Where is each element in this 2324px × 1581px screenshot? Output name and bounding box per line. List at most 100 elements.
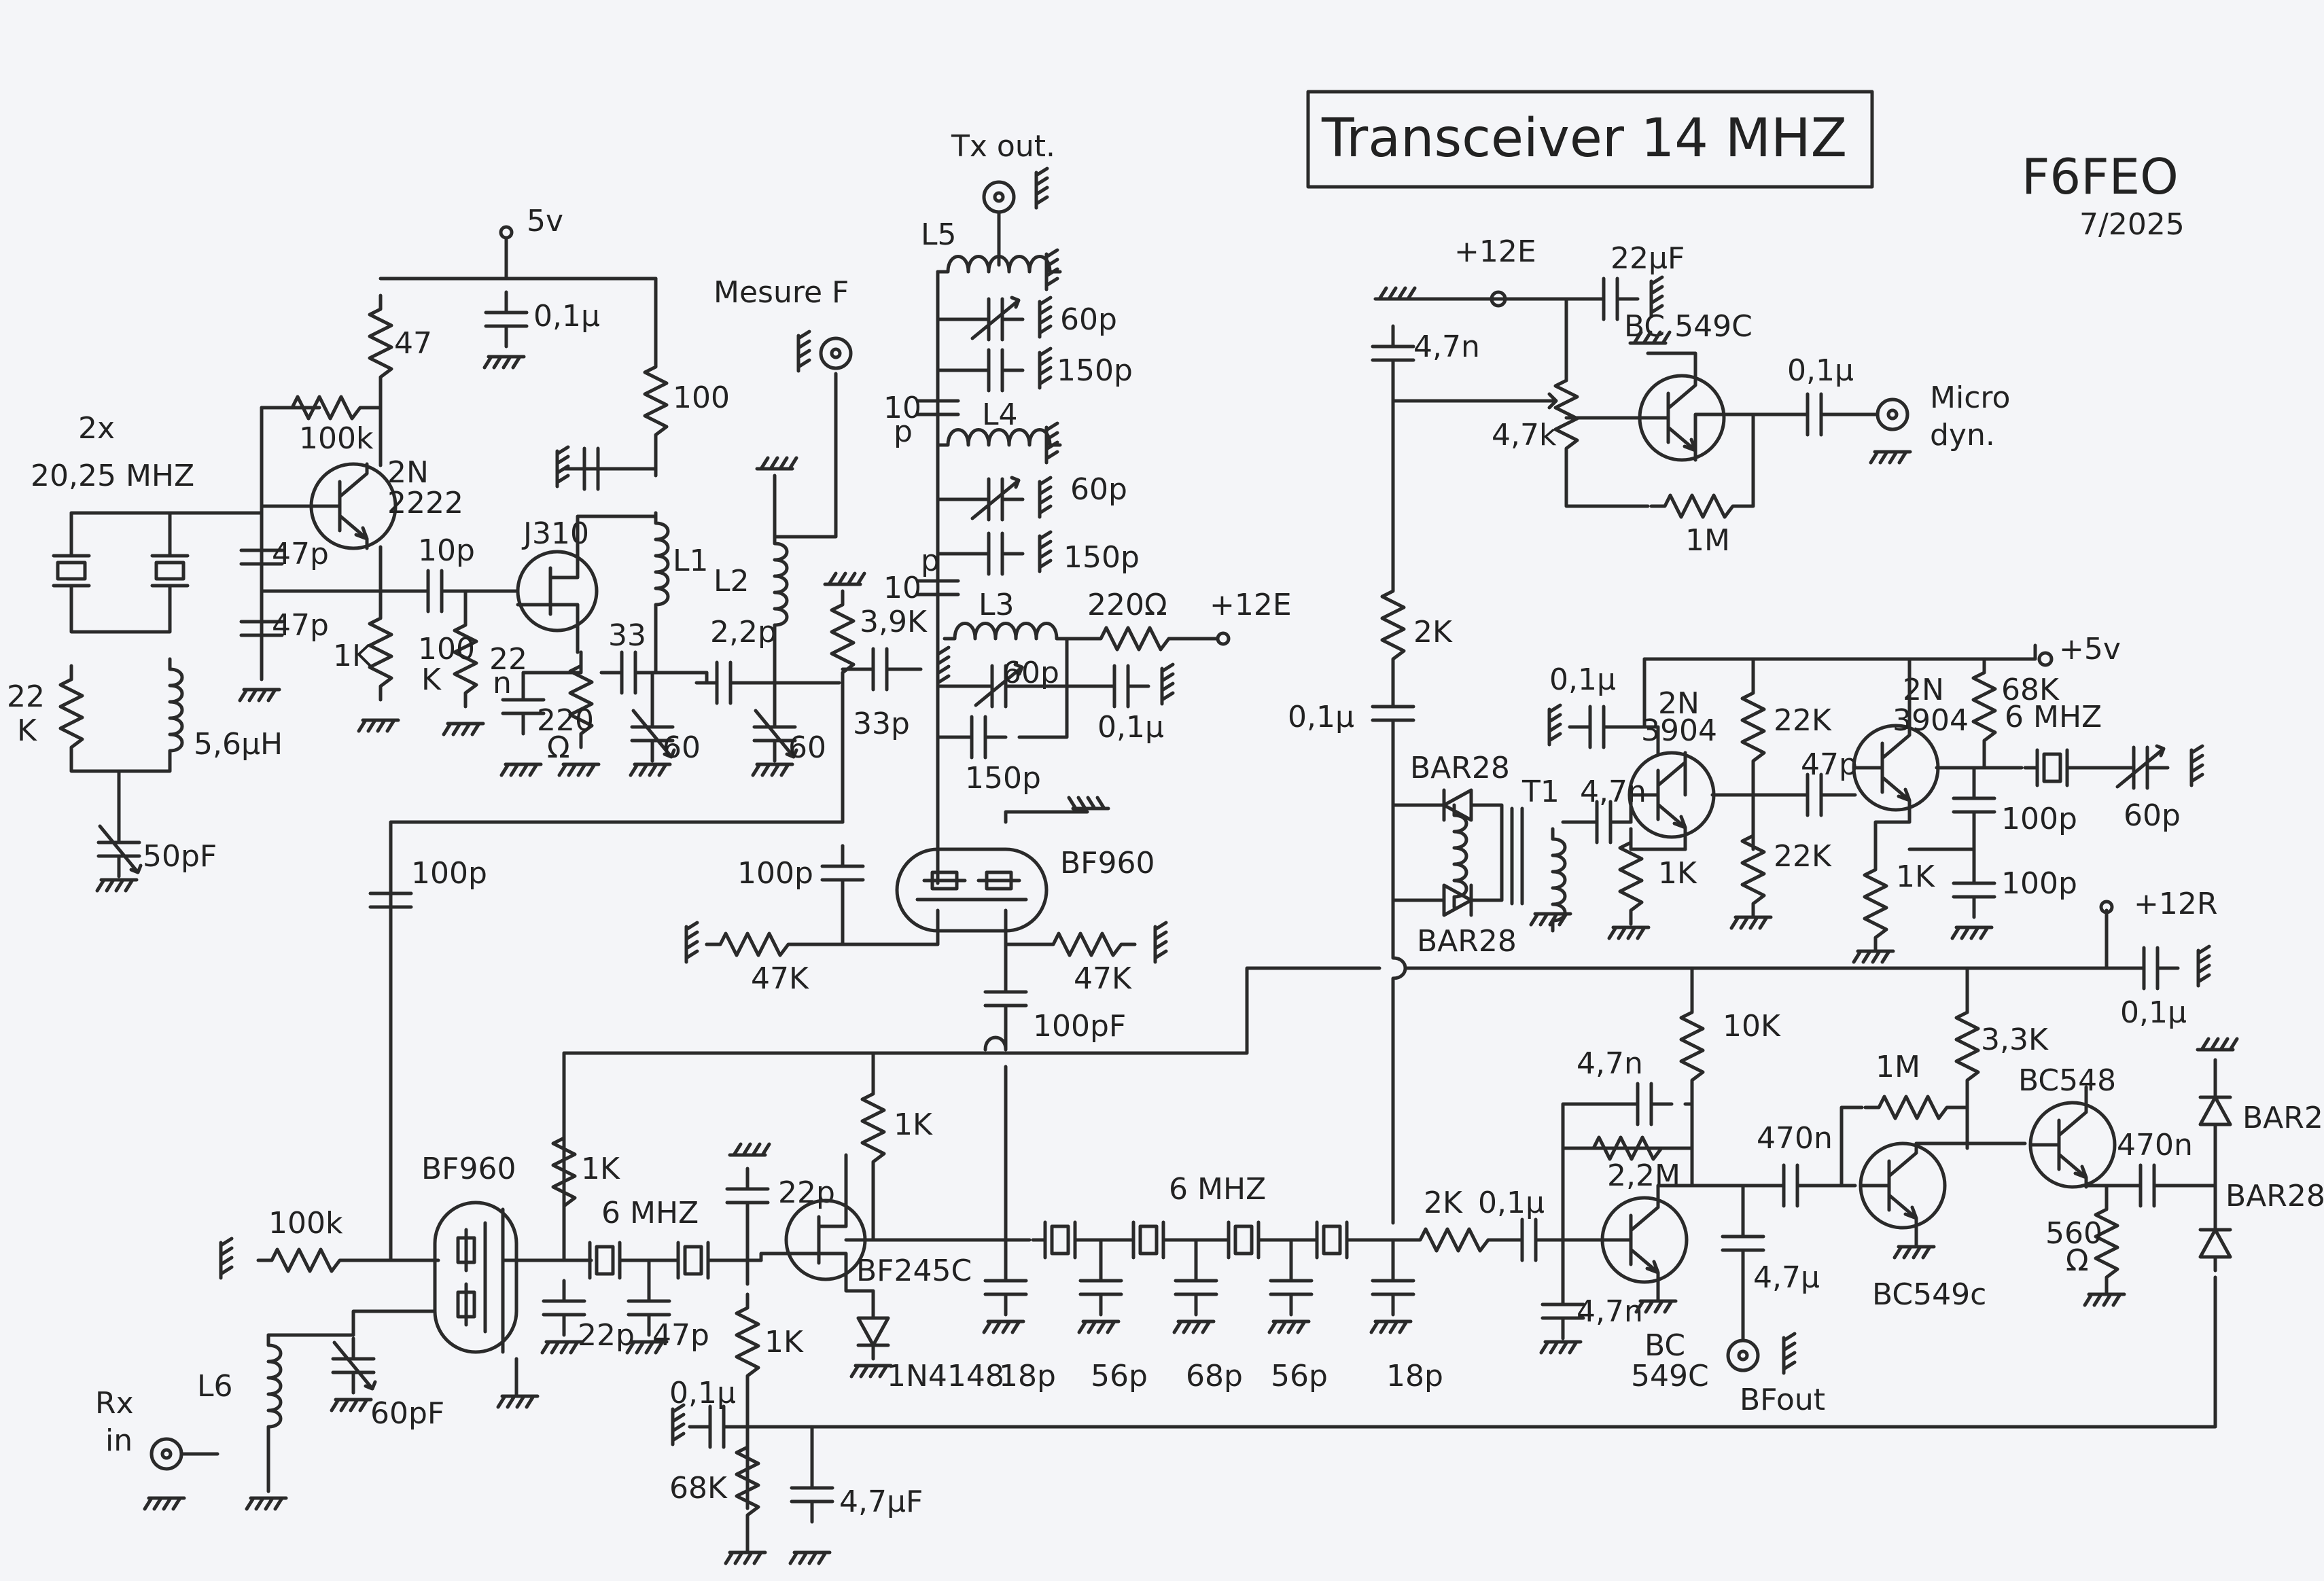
tx-out-connector-icon[interactable]	[984, 182, 1014, 212]
crystal-6mhz-b-icon	[666, 1243, 720, 1278]
resistor-3-3k-icon	[1956, 999, 1978, 1094]
r39k-label: 3,9K	[860, 605, 928, 639]
c100p-v-label: 100p	[411, 856, 487, 891]
transistor-bc548-icon	[2030, 1103, 2115, 1187]
xtal-qty-label: 2x	[78, 411, 115, 446]
c01-rx-label: 0,1µ	[1288, 700, 1354, 734]
cap-4-7n-mic-icon	[1373, 326, 1413, 380]
resistor-100-icon	[645, 353, 667, 448]
cap-0-1u-tx-icon	[1094, 666, 1148, 707]
r1k-bfo-a-label: 1K	[1658, 856, 1697, 891]
r100k2-unit: K	[421, 662, 442, 697]
supply-5v-bfo-label: +5v	[2059, 632, 2121, 667]
q1-af-bc-label: BC	[1644, 1328, 1685, 1363]
r100k2-label: 100	[418, 632, 475, 667]
l3-label: L3	[979, 588, 1015, 622]
trimmer-60pf-rx-icon	[333, 1338, 375, 1393]
rx-path: 100k BF960 L6 60pF Rx in 1K 6 MHZ 22p 47…	[95, 966, 2217, 1563]
c47u-af-label: 4,7µ	[1753, 1260, 1820, 1295]
c56p-a-label: 56p	[1091, 1359, 1148, 1393]
c22-unit: n	[493, 666, 512, 700]
ground-icon	[1784, 1334, 1795, 1373]
ground-icon	[1040, 349, 1051, 388]
resistor-68k-icon	[1973, 659, 1995, 754]
r22k-label-unit: K	[17, 713, 37, 748]
c47n-mic-label: 4,7n	[1413, 330, 1480, 364]
xtal-bfo-label: 6 MHZ	[2005, 700, 2102, 734]
mic-preamp: +12E 22µF 4,7n 4,7k BC 549C 1M 0,1µ Micr…	[1373, 234, 2010, 558]
ground-icon	[1155, 923, 1166, 962]
ground-icon	[1040, 298, 1051, 337]
c47n-bfo-label: 4,7n	[1580, 775, 1647, 809]
ground-icon	[444, 724, 483, 734]
bar28-c-label: BAR28	[2242, 1101, 2324, 1135]
c18p-b-label: 18p	[1386, 1359, 1443, 1393]
supply-12e-tx-label: +12E	[1210, 588, 1292, 622]
ground-icon	[1375, 288, 1415, 299]
mesure-label: Mesure F	[714, 275, 849, 310]
tx-out-label: Tx out.	[951, 129, 1055, 164]
q-2222-label: 2222	[387, 486, 463, 520]
mesure-connector-icon[interactable]	[821, 338, 851, 368]
c01-af-label: 0,1µ	[1478, 1186, 1545, 1220]
crystal-filter-1-icon	[1033, 1222, 1087, 1258]
cap-33p-icon	[601, 652, 656, 693]
cap-100p-bfo-b-icon	[1954, 863, 1994, 917]
l56-label: 5,6µH	[194, 727, 283, 762]
ground-icon	[2198, 1039, 2237, 1050]
c01-tx-label: 0,1µ	[1097, 710, 1164, 745]
rx-in-connector-icon[interactable]	[152, 1439, 181, 1469]
r560-label: 560	[2045, 1216, 2102, 1251]
c22p-rx-b-label: 22p	[578, 1318, 635, 1353]
q2-af-label: BC549c	[1872, 1277, 1986, 1312]
cap-56p-b-icon	[1271, 1260, 1311, 1315]
c150p-c-label: 150p	[965, 761, 1041, 796]
ground-icon	[1046, 250, 1057, 289]
bar28-b-label: BAR28	[1417, 924, 1517, 959]
c22uf-label: 22µF	[1610, 241, 1685, 276]
resistor-3-9k-icon	[832, 591, 853, 686]
diagram-title: Transceiver 14 MHZ	[1321, 108, 1847, 169]
ground-icon	[851, 1366, 891, 1376]
c470n-b-label: 470n	[2117, 1128, 2193, 1162]
ground-icon	[673, 1405, 684, 1444]
bfo-oscillator: +5v 0,1µ 2N 3904 4,7n 1K 22K 47p 22K 2N …	[1549, 632, 2202, 962]
cap-4-7n-af-a-icon	[1617, 1084, 1672, 1124]
c33-label: 33	[608, 618, 646, 653]
r47k-b-label: 47K	[1074, 961, 1132, 996]
r220-tx-label: 220Ω	[1087, 588, 1167, 622]
c50p-label: 50pF	[143, 839, 217, 874]
inductor-l6-icon	[268, 1335, 281, 1437]
ground-icon	[1174, 1321, 1214, 1332]
r1k-gate-label: 1K	[764, 1325, 804, 1360]
c100pf-label: 100pF	[1033, 1009, 1126, 1044]
crystal-filter-2-icon	[1121, 1222, 1176, 1258]
cap-2-2p-icon	[697, 662, 751, 703]
micro-connector-icon[interactable]	[1878, 399, 1907, 429]
c47n-af-a-label: 4,7n	[1577, 1046, 1643, 1081]
ground-icon	[726, 1552, 765, 1563]
resistor-100k-rx-icon	[258, 1249, 353, 1271]
q1-bfo-3904-label: 3904	[1641, 713, 1717, 748]
ground-icon	[498, 1396, 538, 1407]
ground-icon	[1046, 423, 1057, 463]
ground-icon	[2191, 746, 2202, 785]
cap-150p-c-icon	[951, 717, 1006, 758]
ground-icon	[1609, 927, 1649, 938]
ground-icon	[485, 357, 524, 368]
ground-icon	[790, 1552, 830, 1563]
c47uf-rx-label: 4,7µF	[839, 1485, 923, 1519]
ground-icon	[2198, 946, 2209, 986]
r1m-mic-label: 1M	[1685, 523, 1730, 558]
c47p-rx-label: 47p	[652, 1318, 709, 1353]
rx-front-end: 2K 0,1µ BAR28 BAR28 T1	[1288, 378, 1570, 1225]
r220-unit: Ω	[547, 730, 570, 765]
r1k-bfo-b-label: 1K	[1896, 859, 1935, 894]
cap-18p-b-icon	[1373, 1260, 1413, 1315]
r47k-a-label: 47K	[751, 961, 809, 996]
ground-icon	[1895, 1247, 1934, 1258]
bf-out-connector-icon[interactable]	[1728, 1340, 1758, 1370]
ground-icon	[1541, 1342, 1581, 1353]
pot-label: 4,7k	[1492, 418, 1557, 452]
ground-icon	[1269, 1321, 1309, 1332]
